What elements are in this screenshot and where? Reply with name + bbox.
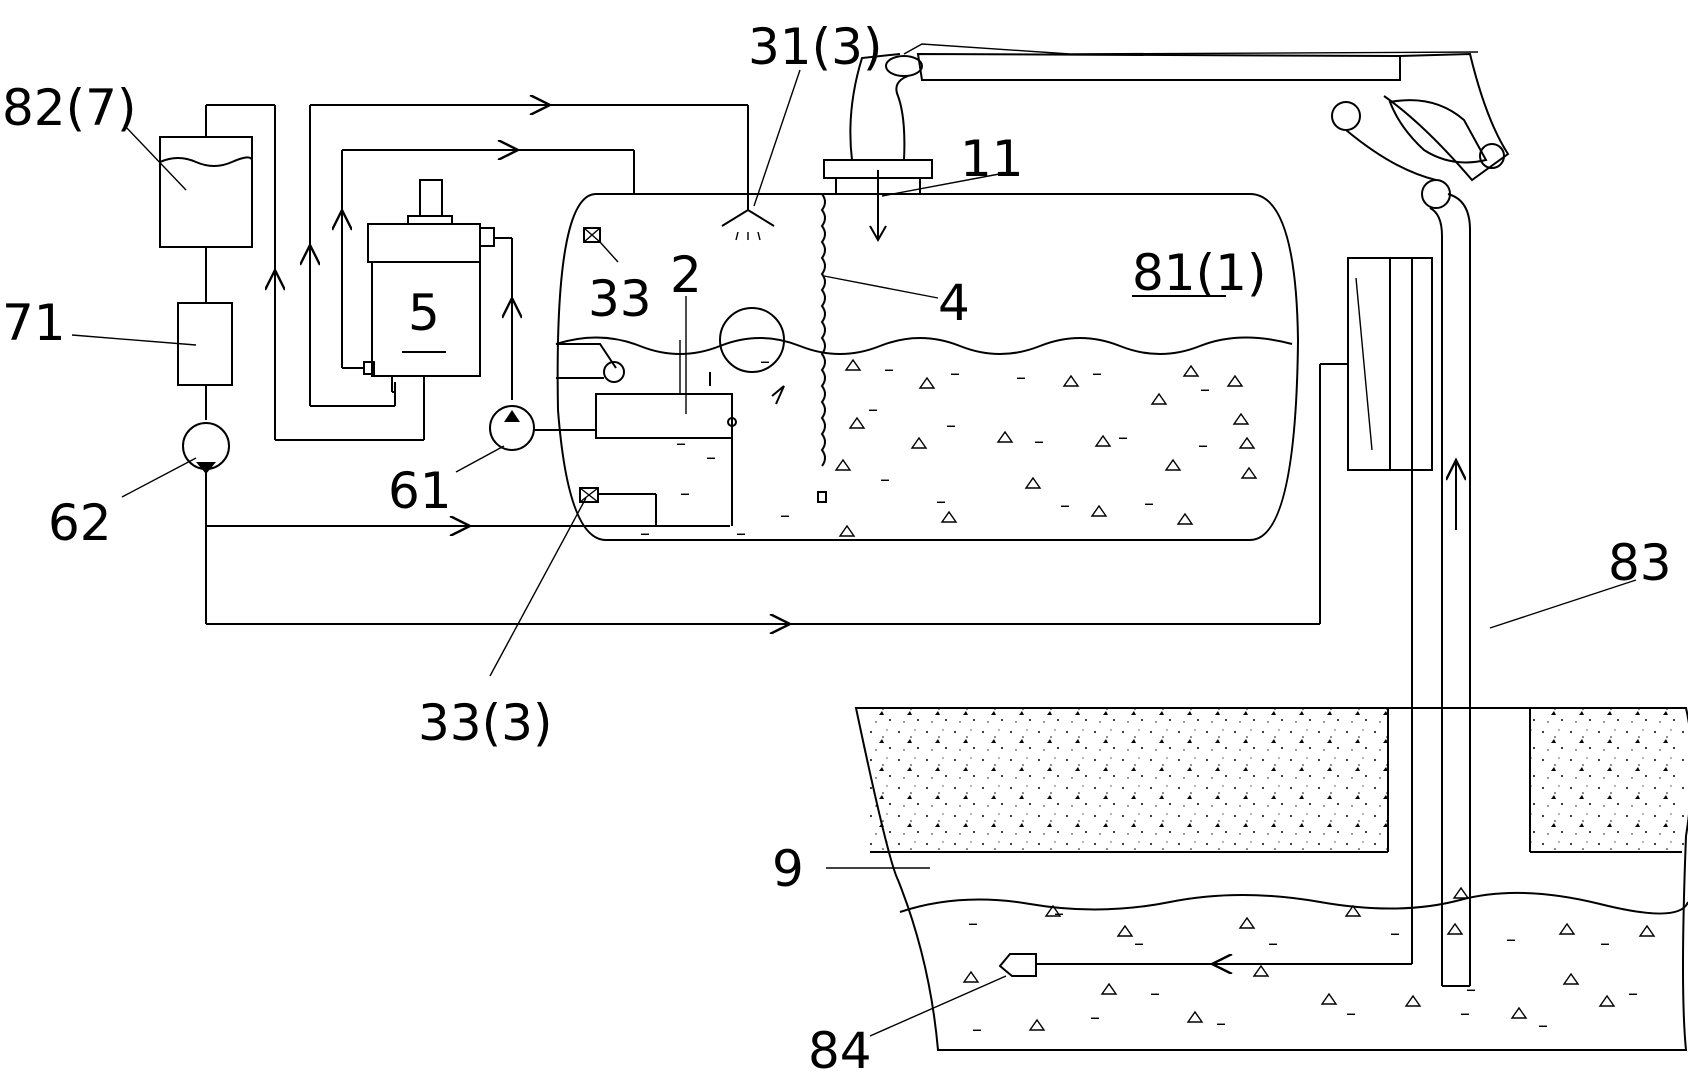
svg-text:–: –: [1092, 361, 1102, 385]
tank: – – – – – – – – – – – – – – – – – – – – …: [555, 193, 1300, 545]
svg-text:–: –: [1200, 377, 1210, 401]
svg-text:–: –: [868, 397, 878, 421]
svg-text:–: –: [676, 431, 686, 455]
label-pump-61: 61: [388, 462, 452, 520]
svg-text:–: –: [1150, 981, 1160, 1005]
label-float: 2: [670, 246, 702, 304]
svg-text:–: –: [640, 521, 650, 545]
dispenser-unit: [1347, 257, 1433, 964]
svg-text:–: –: [1628, 981, 1638, 1005]
label-sensor-lower: 33(3): [418, 694, 552, 752]
label-sprayer: 31(3): [748, 18, 882, 76]
leader-pump-61: [455, 445, 505, 473]
upper-pipes: [275, 105, 749, 441]
svg-text:–: –: [1600, 931, 1610, 955]
svg-text:–: –: [1090, 1005, 1100, 1029]
svg-text:–: –: [780, 503, 790, 527]
label-heater: 5: [408, 284, 440, 342]
svg-text:–: –: [1054, 901, 1064, 925]
svg-text:–: –: [760, 349, 770, 373]
svg-text:–: –: [1460, 1001, 1470, 1025]
svg-text:–: –: [1346, 1001, 1356, 1025]
label-pump-62: 62: [48, 494, 112, 552]
svg-text:–: –: [1538, 1013, 1548, 1037]
svg-text:–: –: [880, 467, 890, 491]
svg-text:–: –: [884, 357, 894, 381]
label-nozzle-inlet: 11: [960, 130, 1024, 188]
leader-sprayer: [753, 69, 801, 207]
leader-suction-head: [869, 975, 1007, 1037]
svg-text:–: –: [1216, 1011, 1226, 1035]
svg-text:–: –: [1060, 493, 1070, 517]
svg-text:–: –: [1134, 931, 1144, 955]
svg-text:–: –: [1466, 977, 1476, 1001]
heater: [363, 179, 512, 406]
leader-riser-pipe: [1489, 579, 1637, 629]
leader-sensor-upper: [599, 241, 619, 263]
svg-text:–: –: [972, 1017, 982, 1041]
reservoir: [159, 104, 275, 303]
fill-neck: [823, 159, 933, 243]
svg-text:–: –: [1506, 927, 1516, 951]
pump-62: [182, 385, 230, 624]
hose-and-nozzle: [849, 43, 1510, 987]
svg-text:–: –: [968, 911, 978, 935]
svg-text:–: –: [1118, 425, 1128, 449]
label-tank: 81(1): [1132, 244, 1266, 302]
svg-text:–: –: [950, 361, 960, 385]
leader-nozzle-inlet: [881, 171, 1011, 197]
svg-text:–: –: [1144, 491, 1154, 515]
leader-reservoir: [123, 124, 187, 191]
label-partition: 4: [938, 274, 970, 332]
pump-61: [489, 405, 596, 451]
svg-text:–: –: [1034, 429, 1044, 453]
underground-tank: – – – – – – – – – – – – – – – –: [854, 707, 1688, 1051]
svg-text:–: –: [706, 445, 716, 469]
leader-sensor-lower: [489, 497, 587, 677]
svg-text:–: –: [1016, 365, 1026, 389]
svg-text:–: –: [1198, 433, 1208, 457]
label-riser-pipe: 83: [1608, 534, 1672, 592]
label-sensor-upper: 33: [588, 270, 652, 328]
svg-text:–: –: [1268, 931, 1278, 955]
label-ground: 9: [772, 840, 804, 898]
svg-text:–: –: [936, 489, 946, 513]
svg-text:–: –: [1390, 921, 1400, 945]
leader-pump-62: [121, 457, 197, 498]
svg-text:–: –: [736, 521, 746, 545]
label-filter: 71: [2, 294, 66, 352]
label-suction-head: 84: [808, 1022, 872, 1072]
svg-text:–: –: [680, 481, 690, 505]
label-reservoir: 82(7): [2, 79, 136, 137]
svg-text:–: –: [946, 413, 956, 437]
leader-partition: [823, 275, 939, 299]
leader-filter: [71, 334, 197, 346]
